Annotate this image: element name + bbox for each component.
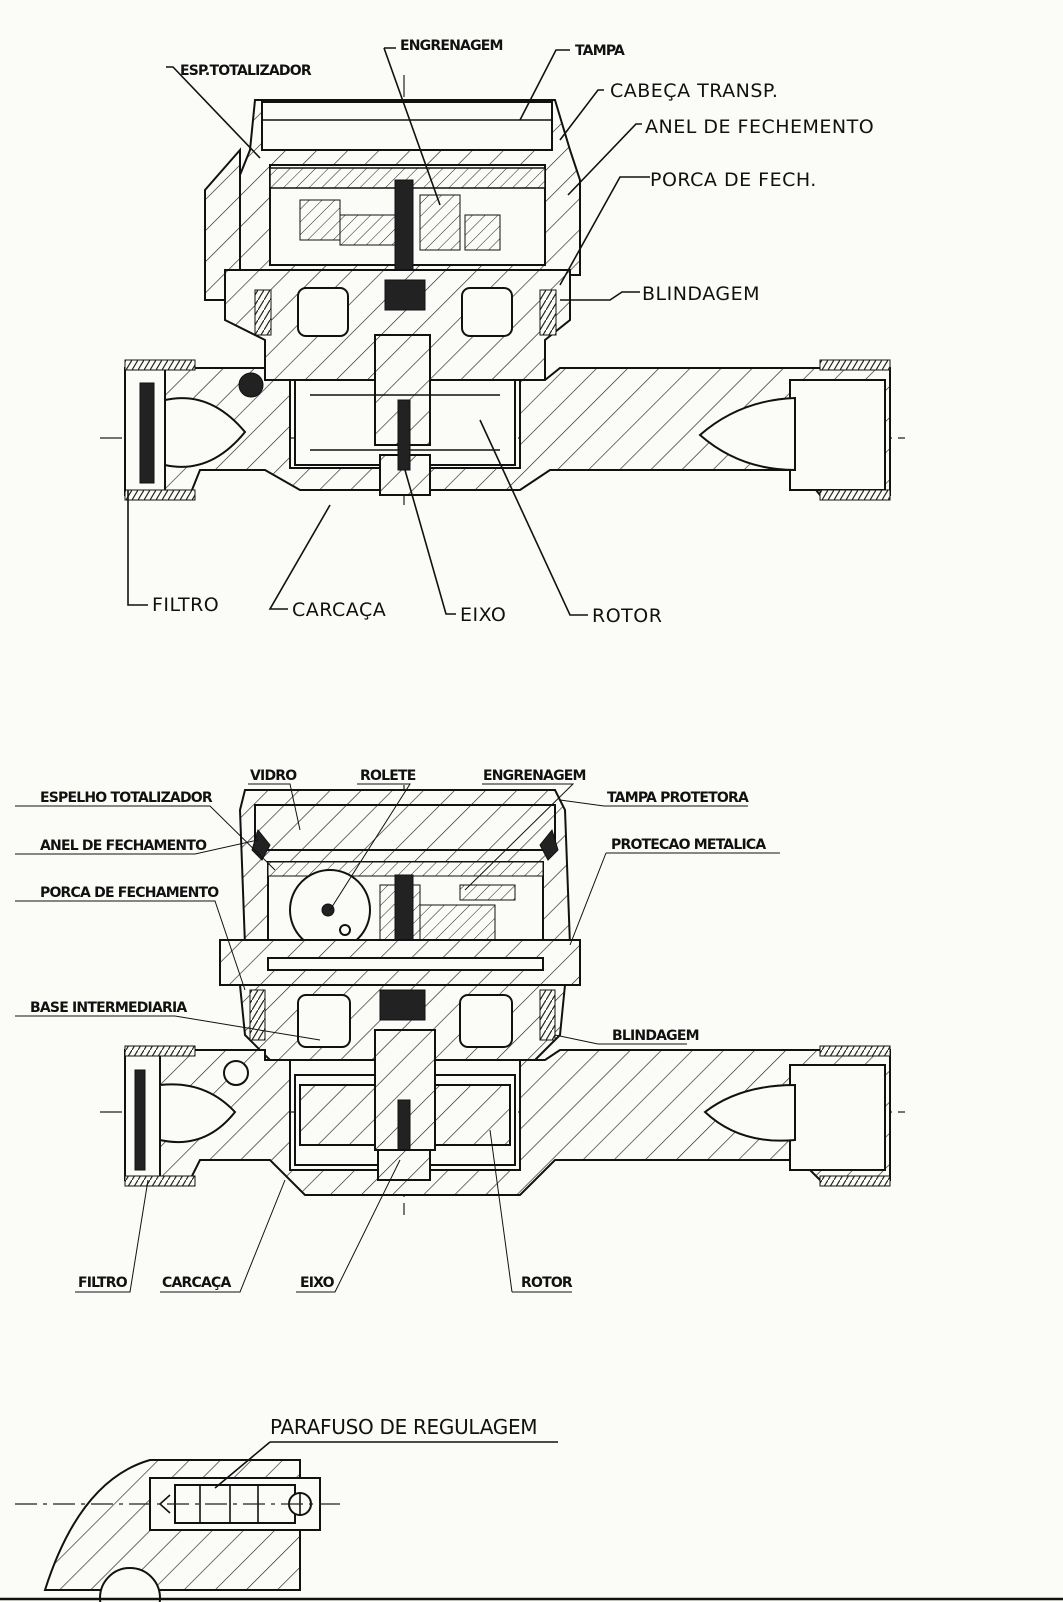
meter-section-middle xyxy=(100,785,905,1215)
label-protecao-metalica: PROTECAO METALICA xyxy=(611,837,766,853)
adjustment-screw-detail xyxy=(0,1459,1063,1602)
label-anel-de-fechamento: ANEL DE FECHAMENTO xyxy=(40,838,207,854)
label-engrenagem-middle: ENGRENAGEM xyxy=(483,768,586,784)
label-porca-de-fechamento: PORCA DE FECHAMENTO xyxy=(40,885,219,901)
label-blindagem-middle: BLINDAGEM xyxy=(612,1028,699,1044)
labels-middle: VIDRO ROLETE ENGRENAGEM TAMPA PROTETORA … xyxy=(15,768,780,1293)
label-rotor-middle: ROTOR xyxy=(521,1275,573,1291)
label-anel-de-fechemento: ANEL DE FECHEMENTO xyxy=(645,116,874,138)
gear-train-top xyxy=(299,179,501,291)
label-filtro-top: FILTRO xyxy=(152,594,219,616)
labels-top: ESP.TOTALIZADOR ENGRENAGEM TAMPA CABEÇA … xyxy=(127,38,874,627)
meter-section-top xyxy=(100,75,905,505)
label-vidro: VIDRO xyxy=(250,768,297,784)
label-rotor-top: ROTOR xyxy=(592,605,662,627)
label-base-intermediaria: BASE INTERMEDIARIA xyxy=(30,1000,187,1016)
label-filtro-middle: FILTRO xyxy=(78,1275,128,1291)
label-tampa-protetora: TAMPA PROTETORA xyxy=(607,790,749,806)
labels-bottom: PARAFUSO DE REGULAGEM xyxy=(214,1415,558,1489)
label-eixo-middle: EIXO xyxy=(300,1275,335,1291)
label-esp-totalizador: ESP.TOTALIZADOR xyxy=(180,63,312,79)
label-espelho-totalizador: ESPELHO TOTALIZADOR xyxy=(40,790,213,806)
label-cabeca-transp: CABEÇA TRANSP. xyxy=(610,80,778,102)
label-carcaca-middle: CARCAÇA xyxy=(162,1275,231,1291)
label-rolete: ROLETE xyxy=(360,768,416,784)
label-tampa: TAMPA xyxy=(575,43,625,59)
label-engrenagem-top: ENGRENAGEM xyxy=(400,38,503,54)
label-eixo-top: EIXO xyxy=(460,604,506,626)
label-blindagem-top: BLINDAGEM xyxy=(642,283,760,305)
label-carcaca-top: CARCAÇA xyxy=(292,599,386,621)
label-parafuso-de-regulagem: PARAFUSO DE REGULAGEM xyxy=(270,1415,537,1439)
label-porca-de-fech: PORCA DE FECH. xyxy=(650,169,817,191)
